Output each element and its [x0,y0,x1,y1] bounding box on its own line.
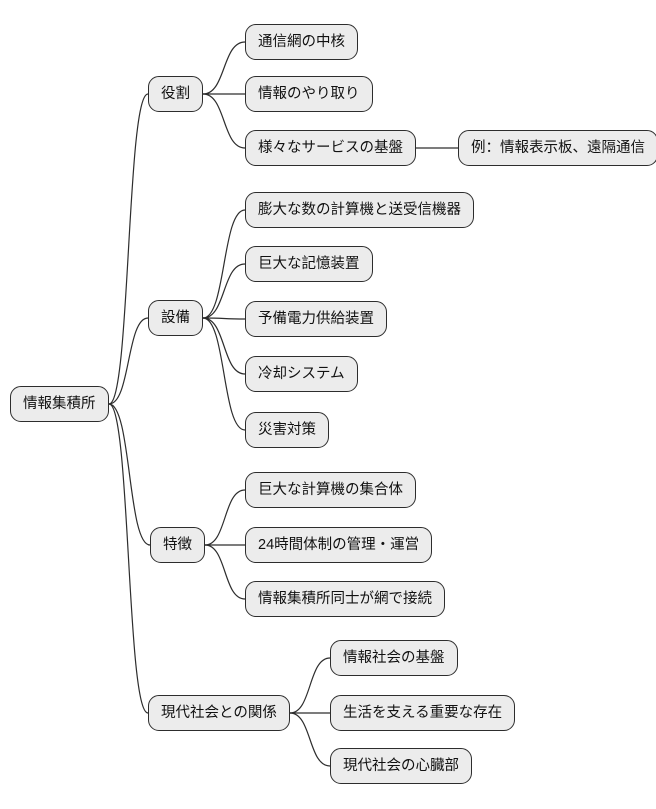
mindmap-node-soc-2: 生活を支える重要な存在 [330,695,516,731]
node-label: 通信網の中核 [258,33,345,50]
mindmap-node-equip: 設備 [148,300,203,336]
mindmap-node-role-3: 様々なサービスの基盤 [245,130,416,166]
edge-root-to-feat [108,403,151,546]
node-label: 現代社会との関係 [161,704,277,721]
node-label: 情報集積所同士が網で接続 [258,590,432,607]
mindmap-node-role: 役割 [148,76,203,112]
edge-equip-to-equip-3 [202,317,246,320]
mindmap-node-role-1: 通信網の中核 [245,24,358,60]
node-label: 様々なサービスの基盤 [258,139,403,156]
edge-equip-to-equip-4 [202,317,246,375]
mindmap-node-equip-4: 冷却システム [245,356,358,392]
node-label: 情報集積所 [23,395,96,412]
edge-role-to-role-3 [202,93,246,149]
edge-soc-to-soc-1 [289,657,331,714]
edge-root-to-soc [108,403,149,714]
node-label: 例：情報表示板、遠隔通信 [471,139,645,156]
edge-equip-to-equip-5 [202,317,246,431]
mindmap-node-equip-5: 災害対策 [245,412,329,448]
node-label: 特徴 [163,536,192,553]
edge-feat-to-feat-3 [204,544,246,600]
mindmap-node-feat-3: 情報集積所同士が網で接続 [245,581,445,617]
node-label: 膨大な数の計算機と送受信機器 [258,201,461,218]
node-label: 情報社会の基盤 [343,649,445,666]
mindmap-node-role-3a: 例：情報表示板、遠隔通信 [458,130,656,166]
node-label: 予備電力供給装置 [258,310,374,327]
edge-role-to-role-1 [202,41,246,95]
mindmap-node-root: 情報集積所 [10,386,109,422]
node-label: 現代社会の心臓部 [343,757,459,774]
node-label: 巨大な記憶装置 [258,255,360,272]
edge-root-to-equip [108,317,149,405]
edge-soc-to-soc-3 [289,712,331,767]
node-label: 24時間体制の管理・運営 [258,536,420,553]
mindmap-node-equip-1: 膨大な数の計算機と送受信機器 [245,192,474,228]
edge-root-to-role [108,93,149,405]
mindmap-node-soc-1: 情報社会の基盤 [330,640,458,676]
mindmap-node-soc-3: 現代社会の心臓部 [330,748,472,784]
node-label: 生活を支える重要な存在 [343,704,503,721]
edge-feat-to-feat-1 [204,489,246,546]
mindmap-node-equip-2: 巨大な記憶装置 [245,246,373,282]
node-label: 役割 [161,85,190,102]
mindmap-node-feat-2: 24時間体制の管理・運営 [245,527,433,563]
node-label: 災害対策 [258,421,316,438]
node-label: 情報のやり取り [258,85,360,102]
node-label: 設備 [161,309,190,326]
mindmap-node-role-2: 情報のやり取り [245,76,373,112]
mindmap-node-feat: 特徴 [150,527,205,563]
mindmap-node-soc: 現代社会との関係 [148,695,290,731]
edge-equip-to-equip-1 [202,209,246,319]
mindmap-node-feat-1: 巨大な計算機の集合体 [245,472,416,508]
node-label: 冷却システム [258,365,345,382]
mindmap-node-equip-3: 予備電力供給装置 [245,301,387,337]
edge-equip-to-equip-2 [202,263,246,319]
node-label: 巨大な計算機の集合体 [258,481,403,498]
